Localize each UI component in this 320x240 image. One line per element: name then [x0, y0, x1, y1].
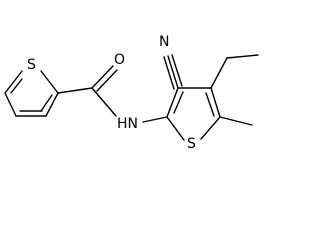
- bond-ethyl-1: [210, 57, 228, 89]
- bond-carbonyl-oxygen-b: [96, 69, 118, 92]
- bond-c4r-c5r-inner: [205, 92, 215, 117]
- bond-s-c2r: [166, 116, 185, 141]
- bond-methyl: [219, 116, 253, 126]
- bond-c5-s1: [4, 70, 23, 94]
- nitrile-group: [163, 54, 183, 90]
- bond-carbonyl-nitrogen: [91, 87, 117, 117]
- bond-c5-inner: [10, 78, 23, 94]
- methyl-group: [219, 116, 253, 126]
- bond-c4-c5: [4, 92, 17, 117]
- bond-s1-c2: [40, 70, 59, 94]
- thiophene-ring-left: [4, 70, 59, 117]
- bond-nitrile-2: [171, 54, 183, 87]
- ethyl-group: [210, 54, 259, 89]
- bond-nitrogen-ring: [142, 116, 168, 123]
- bond-c2-c3: [45, 92, 59, 117]
- bond-c5r-s: [200, 116, 221, 140]
- nitrile-nitrogen-label: N: [159, 34, 169, 50]
- bond-c2r-c3r-inner: [173, 91, 184, 114]
- ring-sulfur-label: S: [187, 136, 196, 152]
- bond-nitrile-3: [163, 56, 175, 90]
- bond-c4r-c5r: [210, 87, 221, 118]
- bond-ethyl-2: [226, 54, 259, 59]
- amide-nitrogen-label: HN: [117, 116, 138, 132]
- carbonyl-oxygen-label: O: [114, 52, 125, 68]
- bond-nitrile-1: [167, 55, 179, 89]
- thiophene-sulfur-label: S: [27, 57, 36, 73]
- bond-carbonyl-oxygen-a: [91, 65, 114, 89]
- bond-c2-carbonyl: [57, 87, 93, 94]
- thiophene-ring-right: [166, 87, 221, 141]
- chemical-structure-diagram: S O HN S N: [4, 34, 259, 152]
- bond-c2-c5-inner: [40, 94, 53, 112]
- amide-group: [57, 65, 168, 123]
- bond-c2r-c3r: [166, 87, 179, 118]
